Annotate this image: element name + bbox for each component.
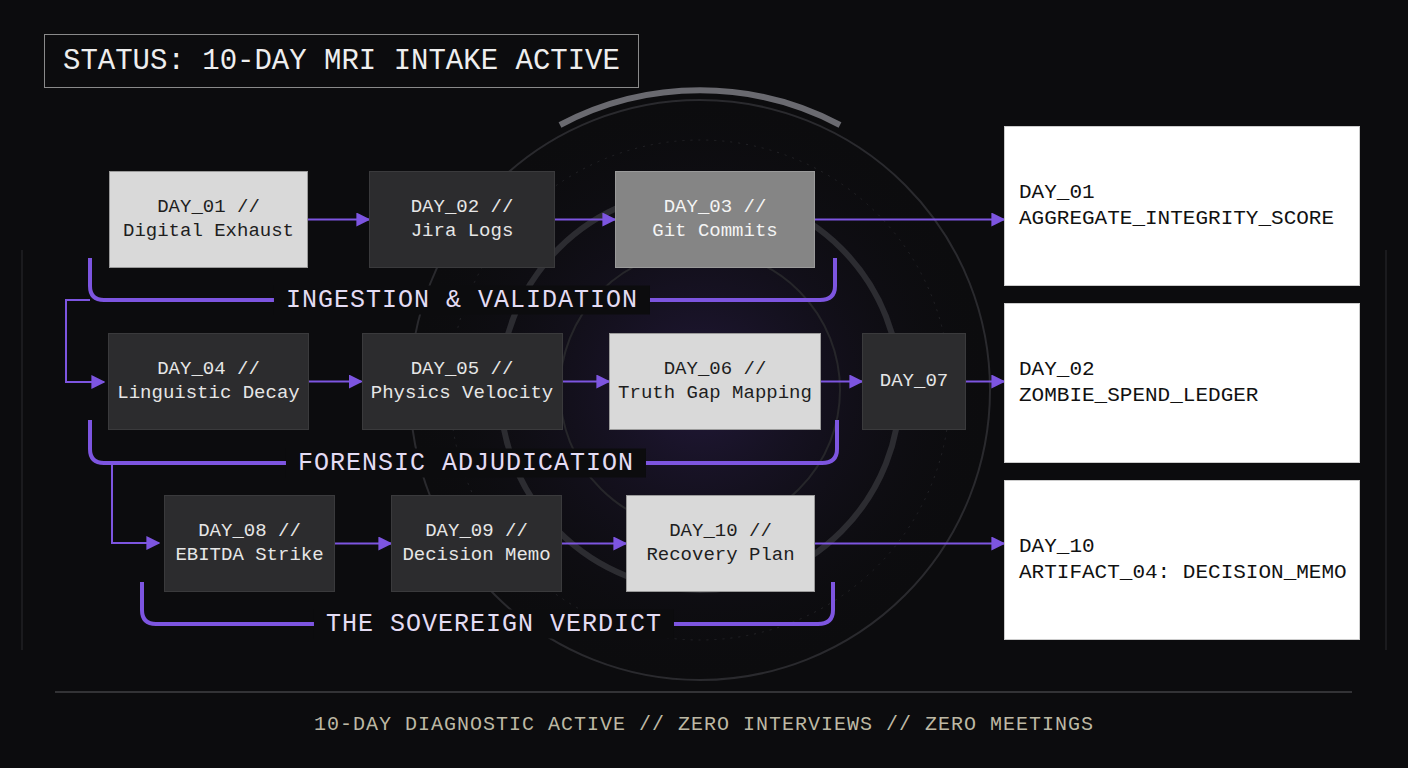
process-box: DAY_09 //Decision Memo [391, 495, 562, 592]
phase-label: THE SOVEREIGN VERDICT [314, 610, 674, 639]
frame-line [1386, 250, 1387, 650]
day-tag: DAY_01 [1019, 180, 1095, 206]
step-name: Recovery Plan [646, 544, 794, 568]
ring-arc [560, 90, 840, 125]
step-name: Linguistic Decay [117, 382, 299, 406]
step-name: Git Commits [652, 220, 777, 244]
day-tag: DAY_09 // [425, 520, 528, 544]
day-tag: DAY_06 // [664, 358, 767, 382]
step-name: AGGREGATE_INTEGRITY_SCORE [1019, 206, 1334, 232]
process-box: DAY_03 //Git Commits [615, 171, 815, 268]
step-name: ZOMBIE_SPEND_LEDGER [1019, 383, 1258, 409]
flow-arrow [821, 381, 862, 383]
output-artifact-box: DAY_10ARTIFACT_04: DECISION_MEMO [1004, 480, 1360, 640]
step-name: Physics Velocity [371, 382, 553, 406]
day-tag: DAY_02 [1019, 357, 1095, 383]
flow-arrow [555, 219, 615, 221]
day-tag: DAY_04 // [157, 358, 260, 382]
step-name: Truth Gap Mapping [618, 382, 812, 406]
process-box: DAY_01 //Digital Exhaust [109, 171, 308, 268]
output-artifact-box: DAY_01AGGREGATE_INTEGRITY_SCORE [1004, 126, 1360, 286]
day-tag: DAY_02 // [411, 196, 514, 220]
flow-arrow [308, 219, 369, 221]
output-artifact-box: DAY_02ZOMBIE_SPEND_LEDGER [1004, 303, 1360, 463]
process-box: DAY_06 //Truth Gap Mapping [609, 333, 821, 430]
day-tag: DAY_08 // [198, 520, 301, 544]
process-box: DAY_05 //Physics Velocity [362, 333, 563, 430]
day-tag: DAY_03 // [664, 196, 767, 220]
day-tag: DAY_01 // [157, 196, 260, 220]
footer-caption: 10-DAY DIAGNOSTIC ACTIVE // ZERO INTERVI… [314, 713, 1094, 736]
phase-label: FORENSIC ADJUDICATION [286, 449, 646, 478]
flow-arrow [562, 543, 626, 545]
phase-handoff [112, 463, 159, 543]
day-tag: DAY_10 [1019, 534, 1095, 560]
flow-arrow [815, 543, 1004, 545]
footer-rule [55, 692, 1352, 693]
flow-arrow [563, 381, 610, 383]
step-name: Jira Logs [411, 220, 514, 244]
phase-handoff [66, 300, 104, 382]
step-name: ARTIFACT_04: DECISION_MEMO [1019, 560, 1347, 586]
day-tag: DAY_10 // [669, 520, 772, 544]
status-title: STATUS: 10-DAY MRI INTAKE ACTIVE [44, 34, 639, 88]
process-box: DAY_07 [862, 333, 966, 430]
frame-line [22, 250, 23, 650]
flow-arrow [335, 543, 391, 545]
day-tag: DAY_05 // [411, 358, 514, 382]
process-box: DAY_08 //EBITDA Strike [164, 495, 335, 592]
phase-label: INGESTION & VALIDATION [274, 286, 650, 315]
step-name: EBITDA Strike [175, 544, 323, 568]
day-tag: DAY_07 [880, 370, 948, 394]
flow-arrow [815, 219, 1004, 221]
step-name: Decision Memo [402, 544, 550, 568]
process-box: DAY_02 //Jira Logs [369, 171, 555, 268]
process-box: DAY_10 //Recovery Plan [626, 495, 815, 592]
flow-arrow [966, 381, 1004, 383]
step-name: Digital Exhaust [123, 220, 294, 244]
flow-arrow [309, 381, 362, 383]
process-box: DAY_04 //Linguistic Decay [108, 333, 309, 430]
